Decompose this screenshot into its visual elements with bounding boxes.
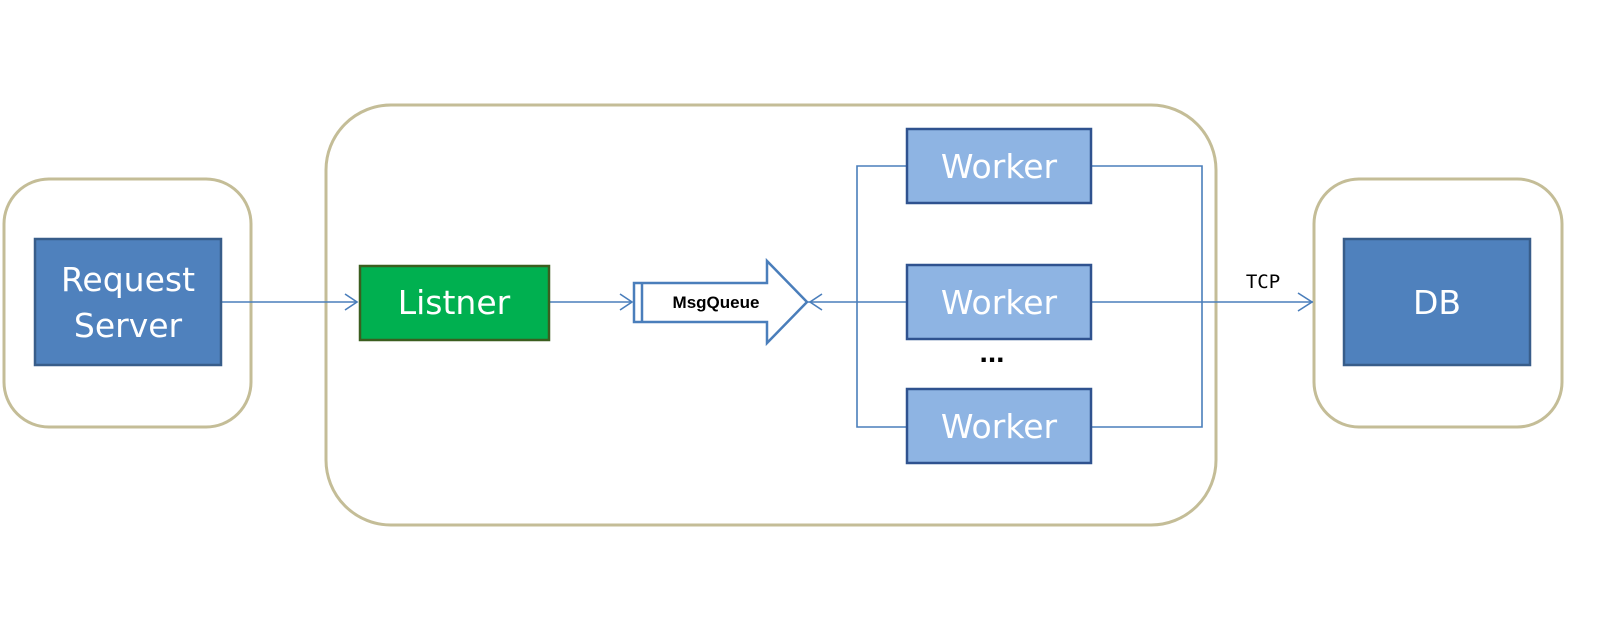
- msg-queue-arrow: [632, 257, 809, 347]
- request-server-label-line2: Server: [74, 306, 183, 345]
- msg-queue-label: MsgQueue: [673, 293, 760, 312]
- arrowhead-listener: [344, 293, 359, 311]
- listener-box: [358, 264, 551, 342]
- request-server-box: [33, 237, 223, 367]
- worker-bus-right: [1092, 165, 1203, 428]
- db-box: [1342, 237, 1532, 367]
- worker-box-1: [905, 127, 1093, 205]
- arrowhead-db: [1297, 292, 1314, 312]
- db-label: DB: [1413, 283, 1461, 322]
- worker-box-2: [905, 263, 1093, 341]
- arrowhead-queue: [619, 293, 634, 311]
- worker-box-3: [905, 387, 1093, 465]
- worker-ellipsis: ...: [979, 336, 1004, 369]
- arrowhead-queue-pull: [808, 293, 823, 311]
- tcp-label: TCP: [1246, 271, 1280, 293]
- connectors: [222, 165, 1314, 428]
- listener-label: Listner: [398, 283, 511, 322]
- worker-bus-left: [856, 165, 906, 428]
- worker-label-1: Worker: [941, 147, 1058, 186]
- msg-queue: MsgQueue: [632, 257, 809, 347]
- worker-label-2: Worker: [941, 283, 1058, 322]
- worker-label-3: Worker: [941, 407, 1058, 446]
- request-server-label-line1: Request: [61, 260, 195, 299]
